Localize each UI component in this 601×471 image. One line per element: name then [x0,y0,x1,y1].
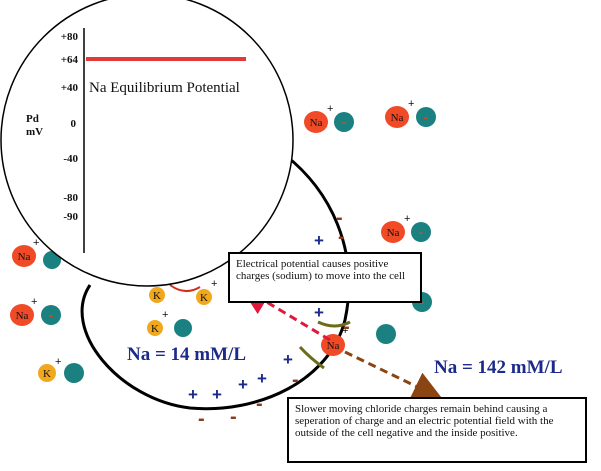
y-tick-label: 0 [71,118,77,130]
potassium-channel [169,284,201,292]
svg-text:K: K [153,290,161,302]
sodium-channel-upper [317,320,351,328]
electrical-potential-note: Electrical potential causes positive cha… [228,252,422,303]
chloride-note: Slower moving chloride charges remain be… [287,397,587,463]
potential-graph-bubble [0,0,294,287]
negative-charge: - [292,369,299,391]
equilibrium-potential-label: Na Equilibrium Potential [89,80,240,96]
svg-text:-: - [342,114,347,130]
potassium-ion: K + [196,278,217,305]
y-tick-label: -80 [63,192,78,204]
svg-text:Na: Na [18,251,31,263]
outside-concentration-label: Na = 142 mM/L [434,357,563,378]
chloride-ion [174,319,192,337]
y-axis-label: mV [26,126,43,138]
chloride-ion [64,363,84,383]
svg-text:K: K [43,368,51,380]
svg-text:K: K [151,323,159,335]
svg-text:-: - [424,109,429,125]
cell-membrane [80,153,351,411]
svg-text:+: + [55,356,61,368]
svg-text:+: + [162,309,168,321]
negative-charge: - [230,406,237,428]
y-axis-label: Pd [26,113,39,125]
positive-charge: + [238,375,248,394]
svg-text:+: + [327,103,333,115]
sodium-ion: Na + [385,98,414,128]
y-tick-label: +64 [61,54,79,66]
y-tick-label: +40 [61,82,79,94]
positive-charge: + [212,385,222,404]
sodium-influx-arrow [239,285,331,342]
y-tick-label: +80 [61,31,79,43]
potassium-ion: K + [38,356,61,382]
positive-charge: + [314,303,324,322]
chloride-ion: - [411,222,431,242]
chloride-note-arrow [344,350,443,400]
electrical-potential-note-text: Electrical potential causes positive cha… [236,258,406,282]
svg-text:+: + [342,325,348,337]
svg-text:Na: Na [16,310,29,322]
chloride-note-text: Slower moving chloride charges remain be… [295,403,554,439]
chloride-ion [376,324,396,344]
svg-text:+: + [33,237,39,249]
negative-charge: - [198,408,205,430]
positive-charge: + [283,350,293,369]
sodium-ion: Na + [304,103,333,133]
svg-text:+: + [408,98,414,110]
inside-concentration-label: Na = 14 mM/L [127,344,246,365]
sodium-channel-lower [298,345,325,370]
positive-charge: + [188,385,198,404]
chloride-ion: - [41,305,61,325]
svg-text:-: - [49,307,54,323]
svg-text:+: + [31,296,37,308]
svg-text:Na: Na [387,227,400,239]
sodium-ion: Na + [12,237,39,267]
svg-text:Na: Na [327,340,340,352]
svg-text:+: + [211,278,217,290]
chloride-ion: - [334,112,354,132]
y-tick-label: -40 [63,153,78,165]
negative-charge: - [256,393,263,415]
negative-charge: - [336,207,343,229]
y-tick-label: -90 [63,211,78,223]
sodium-ion: Na + [381,213,410,243]
negative-charge: - [338,226,345,248]
svg-text:-: - [420,294,425,310]
potassium-ion: K + [147,309,168,336]
sodium-ion: Na + [10,296,37,326]
chloride-ion: - [416,107,436,127]
svg-text:-: - [419,224,424,240]
svg-text:K: K [200,292,208,304]
positive-charge: + [257,369,267,388]
svg-text:Na: Na [310,117,323,129]
svg-text:+: + [404,213,410,225]
svg-text:Na: Na [391,112,404,124]
positive-charge: + [314,231,324,250]
negative-charge: - [343,316,350,338]
